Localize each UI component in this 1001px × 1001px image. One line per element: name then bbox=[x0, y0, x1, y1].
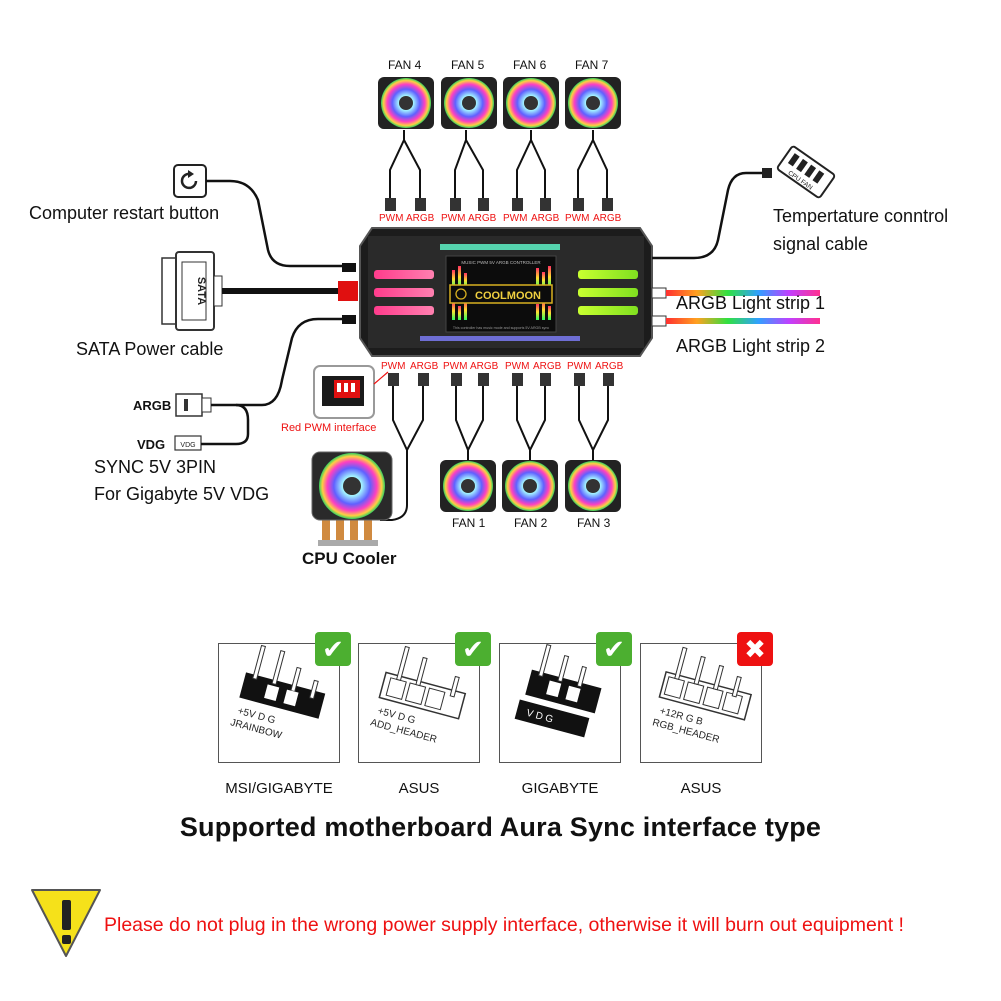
strip-2-label: ARGB Light strip 2 bbox=[676, 336, 826, 356]
warning-icon bbox=[31, 889, 101, 957]
argb-label: ARGB bbox=[470, 361, 499, 372]
fan-1-label: FAN 1 bbox=[452, 516, 486, 530]
restart-port bbox=[342, 263, 356, 272]
argb-label: ARGB bbox=[595, 361, 624, 372]
sync-label: SYNC 5V 3PIN bbox=[94, 457, 217, 477]
brand-label-asus-rgb: ASUS bbox=[680, 780, 722, 797]
red-pwm-label: Red PWM interface bbox=[281, 422, 377, 434]
supported-heading: Supported motherboard Aura Sync interfac… bbox=[179, 812, 822, 842]
fan-7-label: FAN 7 bbox=[575, 58, 609, 72]
fan-6-icon bbox=[503, 77, 559, 129]
sync-port bbox=[342, 315, 356, 324]
brand-label-asus: ASUS bbox=[398, 780, 440, 797]
sata-connector-icon: SATA bbox=[161, 251, 223, 331]
sync-cable bbox=[236, 317, 342, 407]
argb-plug-text: ARGB bbox=[133, 398, 172, 413]
cpu-fan-header-icon: CPU FAN bbox=[776, 145, 836, 199]
vdg-plug-icon: VDG bbox=[174, 435, 202, 451]
bottom-fan-wires bbox=[380, 386, 609, 521]
temp-cable bbox=[652, 171, 762, 260]
pwm-label: PWM bbox=[567, 361, 592, 372]
restart-button-icon bbox=[173, 164, 207, 198]
add-header-icon: +5V D G ADD_HEADER bbox=[369, 645, 467, 746]
top-fan-plugs bbox=[385, 198, 613, 211]
temp-label-line2: signal cable bbox=[773, 234, 869, 254]
vdg-header-icon: V D G bbox=[514, 643, 602, 738]
pwm-label: PWM bbox=[565, 213, 590, 224]
argb-strip-1 bbox=[651, 287, 820, 299]
check-icon: ✔ bbox=[315, 632, 351, 666]
argb-plug-icon bbox=[175, 393, 212, 417]
vdg-plug-text: VDG bbox=[137, 437, 166, 452]
red-pwm-interface-icon bbox=[313, 365, 375, 419]
argb-label: ARGB bbox=[406, 213, 435, 224]
pwm-label: PWM bbox=[443, 361, 468, 372]
argb-label: ARGB bbox=[533, 361, 562, 372]
sata-port bbox=[338, 281, 358, 301]
check-icon: ✔ bbox=[596, 632, 632, 666]
fan-4-label: FAN 4 bbox=[388, 58, 422, 72]
fan-6-label: FAN 6 bbox=[513, 58, 547, 72]
header-card-asus-add: +5V D G ADD_HEADER ✔ bbox=[358, 632, 491, 763]
strip-1-label: ARGB Light strip 1 bbox=[676, 293, 826, 313]
bottom-fan-plugs bbox=[388, 373, 614, 386]
brand-label-msi: MSI/GIGABYTE bbox=[225, 780, 333, 797]
fan-3-label: FAN 3 bbox=[577, 516, 611, 530]
argb-label: ARGB bbox=[531, 213, 560, 224]
header-card-asus-rgb: +12R G B RGB_HEADER ✖ bbox=[640, 632, 773, 763]
cpu-cooler-label: CPU Cooler bbox=[302, 549, 397, 568]
argb-label: ARGB bbox=[593, 213, 622, 224]
temp-label-line1: Tempertature conntrol bbox=[773, 206, 949, 226]
pwm-label: PWM bbox=[505, 361, 530, 372]
hub-subtitle: MUSIC PWM 5V ARGB CONTROLLER bbox=[461, 260, 541, 265]
temp-plug bbox=[762, 168, 772, 178]
fan-3-icon bbox=[565, 460, 621, 512]
rgb-header-icon: +12R G B RGB_HEADER bbox=[651, 646, 753, 746]
sata-plug-label: SATA bbox=[195, 277, 207, 305]
hub-note: This controller has music mode and suppo… bbox=[453, 326, 549, 330]
restart-label: Computer restart button bbox=[29, 203, 220, 223]
fan-5-label: FAN 5 bbox=[451, 58, 485, 72]
vdg-plug-label: VDG bbox=[180, 442, 195, 449]
pwm-label: PWM bbox=[381, 361, 406, 372]
check-icon: ✔ bbox=[455, 632, 491, 666]
top-fan-wires bbox=[389, 130, 608, 200]
brand-label-gigabyte: GIGABYTE bbox=[521, 780, 599, 797]
red-pwm-pointer bbox=[373, 371, 389, 385]
pwm-label: PWM bbox=[503, 213, 528, 224]
fan-2-icon bbox=[502, 460, 558, 512]
hub-brand: COOLMOON bbox=[475, 290, 541, 302]
argb-label: ARGB bbox=[410, 361, 439, 372]
controller-hub: COOLMOON MUSIC PWM 5V ARGB CONTROLLER Th… bbox=[359, 227, 653, 357]
wiring-diagram: COOLMOON MUSIC PWM 5V ARGB CONTROLLER Th… bbox=[161, 77, 836, 546]
argb-label: ARGB bbox=[468, 213, 497, 224]
gigabyte-vdg-label: For Gigabyte 5V VDG bbox=[94, 484, 270, 504]
header-card-gigabyte: V D G ✔ bbox=[499, 632, 632, 763]
fan-7-icon bbox=[565, 77, 621, 129]
fan-5-icon bbox=[441, 77, 497, 129]
fan-2-label: FAN 2 bbox=[514, 516, 548, 530]
fan-1-icon bbox=[440, 460, 496, 512]
cpu-cooler-icon bbox=[311, 451, 393, 546]
pwm-label: PWM bbox=[441, 213, 466, 224]
argb-strip-2 bbox=[651, 315, 820, 327]
cross-icon: ✖ bbox=[737, 632, 773, 666]
restart-cable bbox=[206, 179, 342, 268]
header-card-msi: +5V D G JRAINBOW ✔ bbox=[218, 632, 351, 763]
fan-4-icon bbox=[378, 77, 434, 129]
warning-text: Please do not plug in the wrong power su… bbox=[104, 914, 904, 936]
sata-label: SATA Power cable bbox=[76, 339, 224, 359]
pwm-label: PWM bbox=[379, 213, 404, 224]
jrainbow-header-icon: +5V D G JRAINBOW bbox=[229, 644, 326, 742]
